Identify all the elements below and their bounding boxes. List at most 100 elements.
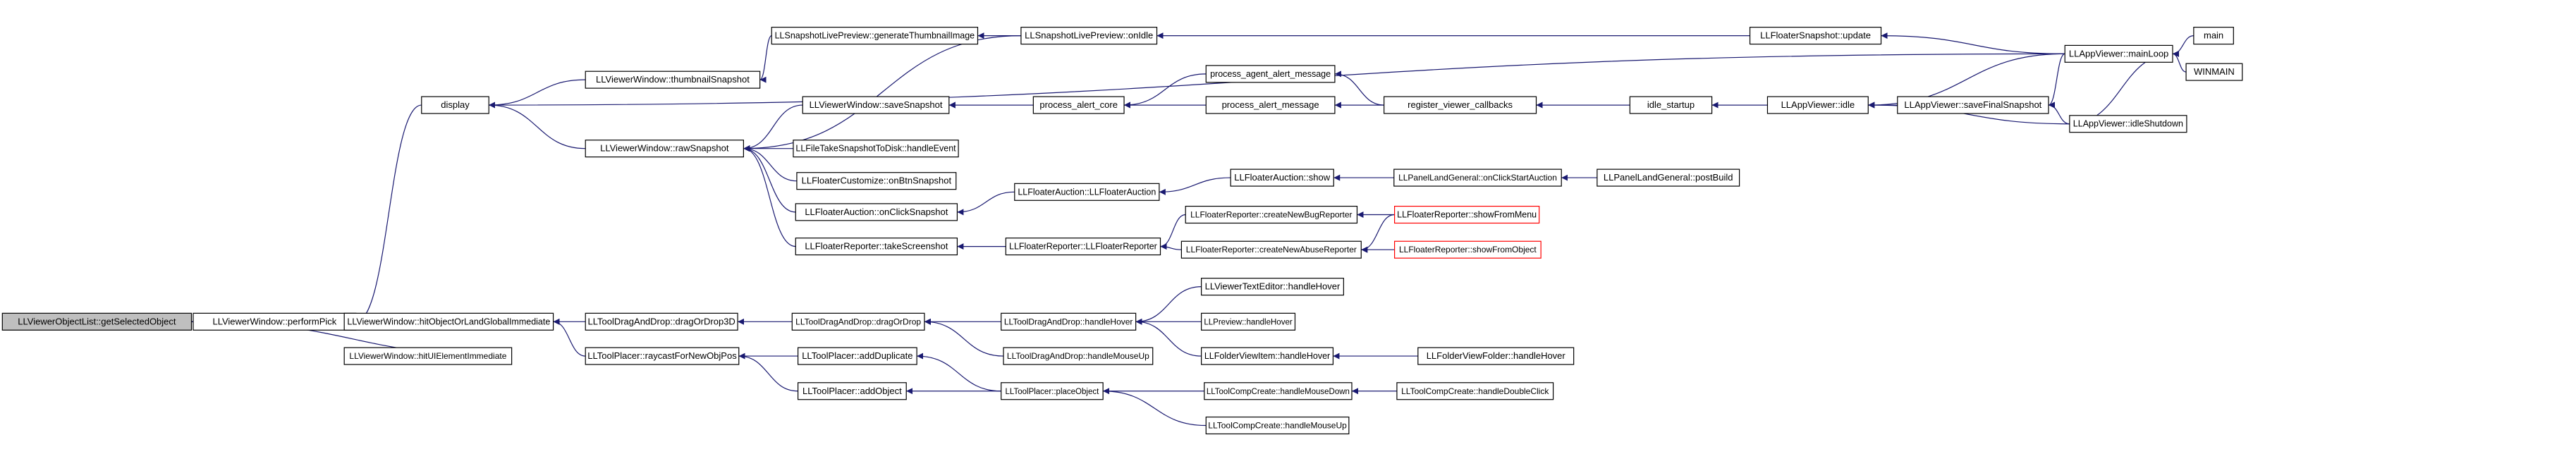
node-winmain[interactable]: WINMAIN [2185, 63, 2243, 81]
node-box[interactable] [1394, 240, 1542, 259]
node-comp-create-handle-mouse-up[interactable]: LLToolCompCreate::handleMouseUp [1205, 416, 1350, 435]
node-idle-shutdown[interactable]: LLAppViewer::idleShutdown [2069, 115, 2187, 133]
node-box[interactable] [1185, 205, 1358, 224]
node-on-click-start-auction[interactable]: LLPanelLandGeneral::onClickStartAuction [1393, 168, 1562, 187]
node-process-alert-core[interactable]: process_alert_core [1032, 96, 1125, 114]
node-on-click-snapshot[interactable]: LLFloaterAuction::onClickSnapshot [795, 203, 958, 221]
node-drag-or-drop3-d[interactable]: LLToolDragAndDrop::dragOrDrop3D [585, 312, 738, 331]
node-box[interactable] [1766, 96, 1869, 114]
node-box[interactable] [1001, 382, 1104, 400]
node-box[interactable] [1, 312, 193, 331]
node-box[interactable] [585, 347, 740, 365]
node-box[interactable] [1393, 168, 1562, 187]
node-box[interactable] [1417, 347, 1575, 365]
node-add-duplicate[interactable]: LLToolPlacer::addDuplicate [797, 347, 917, 365]
node-box[interactable] [585, 312, 738, 331]
node-box[interactable] [793, 140, 959, 158]
node-display[interactable]: display [421, 96, 489, 114]
node-box[interactable] [1897, 96, 2049, 114]
node-box[interactable] [1629, 96, 1713, 114]
node-box[interactable] [1230, 168, 1334, 187]
node-box[interactable] [796, 172, 957, 190]
node-post-build[interactable]: LLPanelLandGeneral::postBuild [1597, 168, 1740, 187]
node-show-from-menu[interactable]: LLFloaterReporter::showFromMenu [1394, 205, 1540, 224]
node-process-alert-message[interactable]: process_alert_message [1205, 96, 1336, 114]
node-folder-view-item-handle-hover[interactable]: LLFolderViewItem::handleHover [1201, 347, 1334, 365]
node-hit-object-or-land-global-immediate[interactable]: LLViewerWindow::hitObjectOrLandGlobalImm… [343, 312, 554, 331]
node-box[interactable] [585, 70, 761, 89]
node-box[interactable] [1384, 96, 1537, 114]
node-box[interactable] [2185, 63, 2243, 81]
node-idle-startup[interactable]: idle_startup [1629, 96, 1713, 114]
node-box[interactable] [421, 96, 489, 114]
node-floater-auction-show[interactable]: LLFloaterAuction::show [1230, 168, 1334, 187]
node-raycast-for-new-obj-pos[interactable]: LLToolPlacer::raycastForNewObjPos [585, 347, 740, 365]
node-box[interactable] [343, 347, 513, 365]
node-handle-event[interactable]: LLFileTakeSnapshotToDisk::handleEvent [793, 140, 959, 158]
node-box[interactable] [802, 96, 950, 114]
node-create-new-bug-reporter[interactable]: LLFloaterReporter::createNewBugReporter [1185, 205, 1358, 224]
node-floater-auction-ctor[interactable]: LLFloaterAuction::LLFloaterAuction [1014, 183, 1160, 201]
node-main[interactable]: main [2193, 27, 2234, 45]
node-box[interactable] [1014, 183, 1160, 201]
node-text-editor-handle-hover[interactable]: LLViewerTextEditor::handleHover [1201, 278, 1344, 296]
node-show-from-object[interactable]: LLFloaterReporter::showFromObject [1394, 240, 1542, 259]
node-box[interactable] [2064, 44, 2173, 63]
node-box[interactable] [1005, 238, 1161, 256]
node-box[interactable] [2193, 27, 2234, 45]
node-perform-pick[interactable]: LLViewerWindow::performPick [193, 312, 357, 331]
node-save-final-snapshot[interactable]: LLAppViewer::saveFinalSnapshot [1897, 96, 2049, 114]
node-get-selected-object[interactable]: LLViewerObjectList::getSelectedObject [1, 312, 193, 331]
node-label: display [441, 99, 470, 110]
node-box[interactable] [1394, 205, 1540, 224]
node-box[interactable] [2069, 115, 2187, 133]
node-place-object[interactable]: LLToolPlacer::placeObject [1001, 382, 1104, 400]
node-on-idle[interactable]: LLSnapshotLivePreview::onIdle [1020, 27, 1158, 45]
node-box[interactable] [771, 27, 979, 45]
node-box[interactable] [791, 312, 925, 331]
node-box[interactable] [1204, 382, 1353, 400]
node-box[interactable] [585, 140, 744, 158]
node-floater-reporter-ctor[interactable]: LLFloaterReporter::LLFloaterReporter [1005, 238, 1161, 256]
node-box[interactable] [1205, 416, 1350, 435]
node-raw-snapshot[interactable]: LLViewerWindow::rawSnapshot [585, 140, 744, 158]
node-box[interactable] [1205, 96, 1336, 114]
node-box[interactable] [797, 347, 917, 365]
node-preview-handle-hover[interactable]: LLPreview::handleHover [1201, 312, 1296, 331]
node-take-screenshot[interactable]: LLFloaterReporter::takeScreenshot [795, 238, 958, 256]
node-add-object[interactable]: LLToolPlacer::addObject [797, 382, 907, 400]
node-comp-create-handle-double-click[interactable]: LLToolCompCreate::handleDoubleClick [1396, 382, 1554, 400]
node-box[interactable] [343, 312, 554, 331]
node-dnd-handle-hover[interactable]: LLToolDragAndDrop::handleHover [1001, 312, 1137, 331]
node-box[interactable] [1749, 27, 1882, 45]
node-box[interactable] [1201, 312, 1296, 331]
node-main-loop[interactable]: LLAppViewer::mainLoop [2064, 44, 2173, 63]
node-thumbnail-snapshot[interactable]: LLViewerWindow::thumbnailSnapshot [585, 70, 761, 89]
node-app-idle[interactable]: LLAppViewer::idle [1766, 96, 1869, 114]
node-drag-or-drop[interactable]: LLToolDragAndDrop::dragOrDrop [791, 312, 925, 331]
node-folder-view-folder-handle-hover[interactable]: LLFolderViewFolder::handleHover [1417, 347, 1575, 365]
node-box[interactable] [1020, 27, 1158, 45]
node-floater-snapshot-update[interactable]: LLFloaterSnapshot::update [1749, 27, 1882, 45]
node-box[interactable] [1205, 65, 1336, 83]
node-dnd-handle-mouse-up[interactable]: LLToolDragAndDrop::handleMouseUp [1003, 347, 1154, 365]
node-box[interactable] [1597, 168, 1740, 187]
node-box[interactable] [1032, 96, 1125, 114]
node-box[interactable] [795, 238, 958, 256]
node-register-viewer-callbacks[interactable]: register_viewer_callbacks [1384, 96, 1537, 114]
node-box[interactable] [797, 382, 907, 400]
node-box[interactable] [1201, 278, 1344, 296]
node-comp-create-handle-mouse-down[interactable]: LLToolCompCreate::handleMouseDown [1204, 382, 1353, 400]
node-on-btn-snapshot[interactable]: LLFloaterCustomize::onBtnSnapshot [796, 172, 957, 190]
node-box[interactable] [1180, 240, 1362, 259]
node-hit-u-i-element-immediate[interactable]: LLViewerWindow::hitUIElementImmediate [343, 347, 513, 365]
node-box[interactable] [1003, 347, 1154, 365]
node-create-new-abuse-reporter[interactable]: LLFloaterReporter::createNewAbuseReporte… [1180, 240, 1362, 259]
node-box[interactable] [1396, 382, 1554, 400]
node-box[interactable] [1001, 312, 1137, 331]
node-generate-thumbnail-image[interactable]: LLSnapshotLivePreview::generateThumbnail… [771, 27, 979, 45]
node-process-agent-alert-message[interactable]: process_agent_alert_message [1205, 65, 1336, 83]
node-box[interactable] [795, 203, 958, 221]
node-box[interactable] [1201, 347, 1334, 365]
node-save-snapshot[interactable]: LLViewerWindow::saveSnapshot [802, 96, 950, 114]
